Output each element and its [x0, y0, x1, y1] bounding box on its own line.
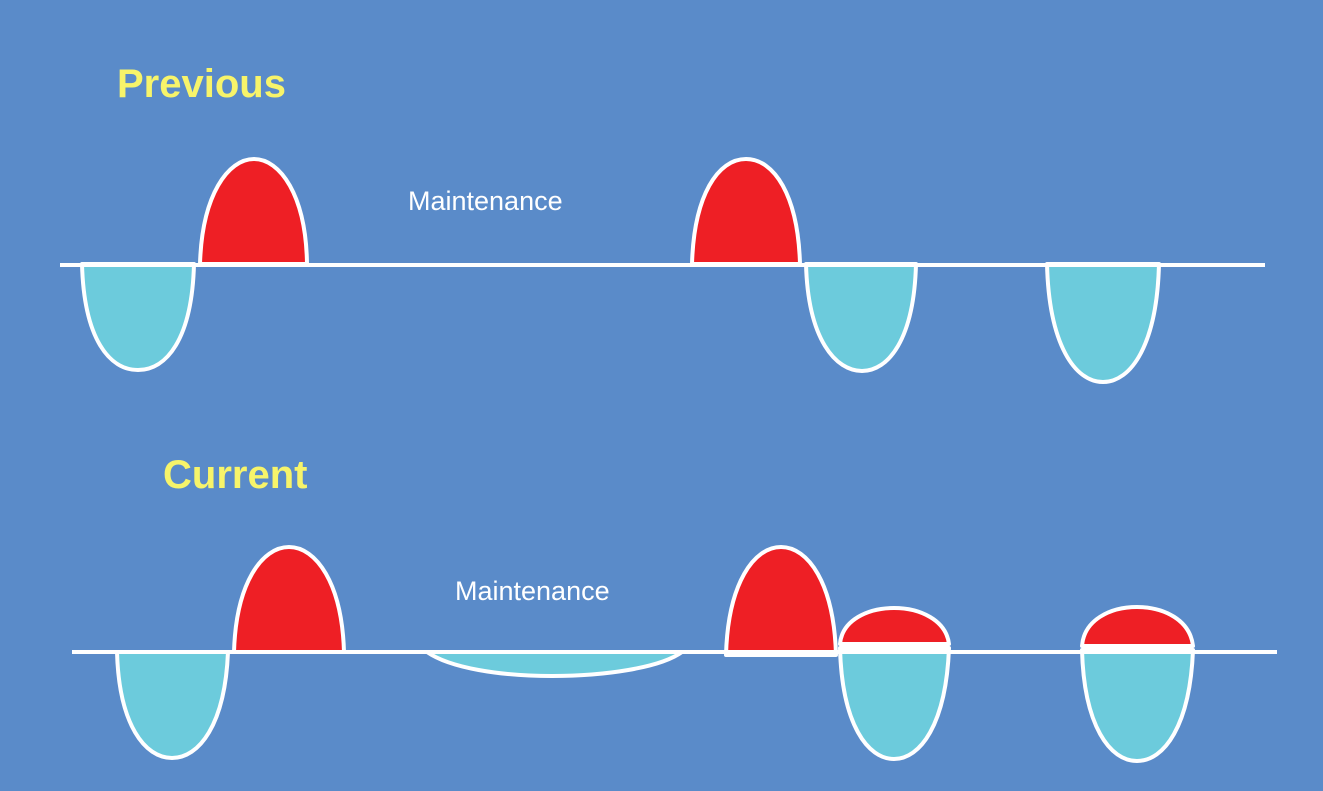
maintenance-dip: [425, 650, 684, 678]
above-lobe-small: [838, 606, 951, 646]
above-lobe: [690, 157, 802, 266]
below-lobe: [1045, 262, 1161, 384]
above-lobe-small: [1080, 605, 1195, 648]
below-lobe: [804, 262, 918, 373]
above-lobe: [198, 157, 309, 266]
previous-heading: Previous: [117, 62, 286, 106]
current-wave: [72, 545, 1277, 763]
above-lobe: [724, 545, 838, 657]
below-lobe: [838, 646, 951, 761]
below-lobe: [115, 650, 230, 760]
previous-maintenance-label: Maintenance: [408, 186, 563, 216]
current-maintenance-label: Maintenance: [455, 576, 610, 606]
below-lobe: [1080, 648, 1195, 763]
above-lobe: [232, 545, 346, 654]
below-lobe: [80, 262, 196, 372]
current-heading: Current: [163, 453, 308, 497]
previous-wave: [60, 157, 1265, 384]
